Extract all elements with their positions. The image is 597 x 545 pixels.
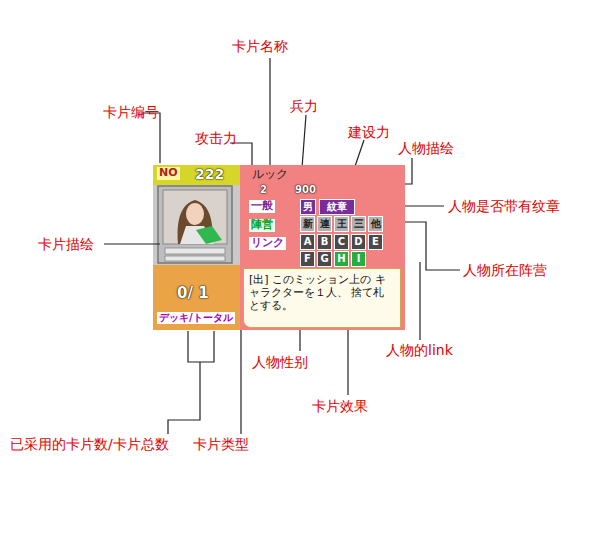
cell-text: C [338, 236, 345, 248]
link-cell: D [351, 234, 366, 250]
cell-text: 新 [303, 218, 313, 230]
info-panel: ルック 2 900 一般陣営リンク 男 紋章新連王三他 ABCDE FGHI [出] このミッシ… [240, 165, 405, 330]
link-cell: I [351, 251, 366, 267]
camp-cell: 新 [300, 216, 315, 232]
leader-lines [104, 58, 460, 434]
sex-badge: 男 [300, 199, 316, 215]
card-art-frame [158, 186, 232, 263]
cell-text: 他 [371, 218, 381, 230]
camp-cell: 王 [334, 216, 349, 232]
cell-text: 三 [354, 218, 364, 230]
callout-label: 卡片名称 [232, 38, 288, 55]
troop-value: 900 [295, 184, 316, 196]
link-cell: F [300, 251, 315, 267]
number-bar: NO 222 [153, 165, 240, 185]
camp-heading: 陣営 [249, 219, 275, 232]
link-cell: E [368, 234, 383, 250]
card-type: 一般 [249, 200, 275, 213]
callout-label: 人物描绘 [398, 140, 454, 157]
card-count-caption: デッキ/トータル [157, 312, 235, 324]
card-name: ルック [252, 168, 288, 182]
effect-box: [出] このミッション上の キャラクターを１人、 捨て札とする。 [243, 268, 401, 328]
callout-label: 人物性别 [252, 354, 308, 371]
camp-cell: 他 [368, 216, 383, 232]
cell-text: E [372, 236, 379, 248]
link-cell: C [334, 234, 349, 250]
cell-text: 連 [320, 218, 330, 230]
card-count: 0/ 1 [177, 285, 209, 302]
callout-label: 卡片描绘 [38, 236, 94, 253]
cell-text: A [304, 236, 312, 248]
card-slot [165, 248, 225, 254]
callout-label: 已采用的卡片数/卡片总数 [10, 436, 169, 453]
cell-text: F [304, 253, 311, 265]
cell-text: 男 [303, 201, 313, 213]
callout-label: 人物所在阵营 [463, 262, 547, 279]
cell-text: D [354, 236, 362, 248]
card-number-tag: NO [157, 167, 180, 180]
card-number: 222 [195, 166, 224, 182]
attack-value: 2 [260, 184, 267, 196]
callout-label: 人物是否带有纹章 [448, 198, 560, 215]
callout-label: 兵力 [290, 98, 318, 115]
cell-text: G [320, 253, 328, 265]
count-panel: 0/ 1 デッキ/トータル [153, 265, 240, 330]
link-cell: H [334, 251, 349, 267]
portrait-green-cloth [196, 226, 222, 244]
callout-label: 卡片效果 [312, 398, 368, 415]
callout-label: 人物的link [386, 342, 453, 359]
callout-label: 攻击力 [195, 130, 237, 147]
card-slot [165, 256, 225, 261]
link-cell: G [317, 251, 332, 267]
link-heading: リンク [249, 237, 286, 250]
camp-cell: 連 [317, 216, 332, 232]
callout-label: 卡片类型 [193, 436, 249, 453]
cell-text: 王 [337, 218, 347, 230]
callout-label: 建设力 [348, 124, 390, 141]
card-effect: [出] このミッション上の キャラクターを１人、 捨て札とする。 [249, 273, 395, 312]
portrait-frame [163, 190, 227, 244]
cell-text: 紋章 [327, 201, 347, 213]
card-art-ground [153, 183, 240, 265]
portrait-face [186, 203, 204, 225]
link-cell: A [300, 234, 315, 250]
emblem-badge: 紋章 [319, 199, 355, 215]
callout-label: 卡片编号 [103, 104, 159, 121]
link-cell: B [317, 234, 332, 250]
cell-text: H [337, 253, 345, 265]
cell-text: B [321, 236, 329, 248]
cell-text: I [357, 253, 361, 265]
camp-cell: 三 [351, 216, 366, 232]
